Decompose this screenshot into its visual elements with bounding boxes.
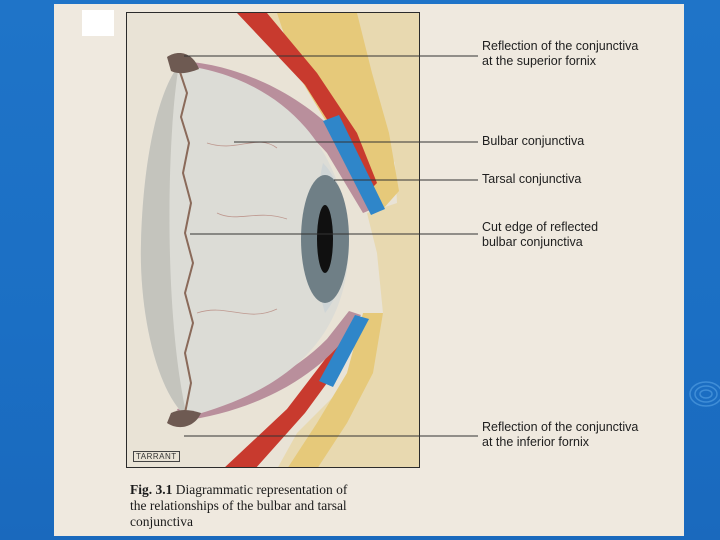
slide-page: TARRANT Reflection of the conjunctiva at…	[54, 4, 684, 536]
label-cut-edge-line2: bulbar conjunctiva	[482, 235, 583, 249]
inferior-fornix-fold	[167, 410, 201, 428]
label-superior-fornix: Reflection of the conjunctiva at the sup…	[482, 39, 638, 69]
superior-fornix-fold	[167, 53, 199, 74]
label-tarsal-conjunctiva: Tarsal conjunctiva	[482, 172, 582, 186]
artist-signature: TARRANT	[133, 451, 180, 462]
label-inferior-fornix-line2: at the inferior fornix	[482, 435, 589, 449]
caption-figure-number: Fig. 3.1	[130, 482, 173, 497]
eyeball	[140, 65, 350, 417]
caption-line1: Fig. 3.1 Diagrammatic representation of	[130, 482, 430, 498]
figure-caption: Fig. 3.1 Diagrammatic representation of …	[130, 482, 430, 530]
lower-tarsal-plate	[319, 315, 369, 387]
blood-vessel-lines	[196, 141, 288, 315]
label-bulbar-conjunctiva: Bulbar conjunctiva	[482, 134, 585, 148]
caption-text-line1: Diagrammatic representation of	[175, 482, 348, 497]
cut-edge-line	[178, 68, 195, 414]
pupil	[317, 205, 333, 273]
label-cut-edge-line1: Cut edge of reflected	[482, 220, 599, 234]
eye-diagram: TARRANT	[126, 12, 420, 468]
white-placeholder-box	[82, 10, 114, 36]
label-superior-fornix-line2: at the superior fornix	[482, 54, 596, 68]
decorative-swirl-icon	[689, 381, 720, 407]
caption-text-line3: conjunctiva	[130, 514, 193, 529]
eyeball-shade	[140, 65, 187, 417]
label-superior-fornix-line1: Reflection of the conjunctiva	[482, 39, 639, 53]
label-inferior-fornix-line1: Reflection of the conjunctiva	[482, 420, 639, 434]
eye-illustration	[140, 13, 419, 467]
caption-text-line2: the relationships of the bulbar and tars…	[130, 498, 347, 513]
label-inferior-fornix: Reflection of the conjunctiva at the inf…	[482, 420, 638, 450]
upper-tarsal-plate	[323, 115, 385, 215]
lower-lid-fat	[288, 313, 383, 467]
label-cut-edge: Cut edge of reflected bulbar conjunctiva	[482, 220, 598, 250]
